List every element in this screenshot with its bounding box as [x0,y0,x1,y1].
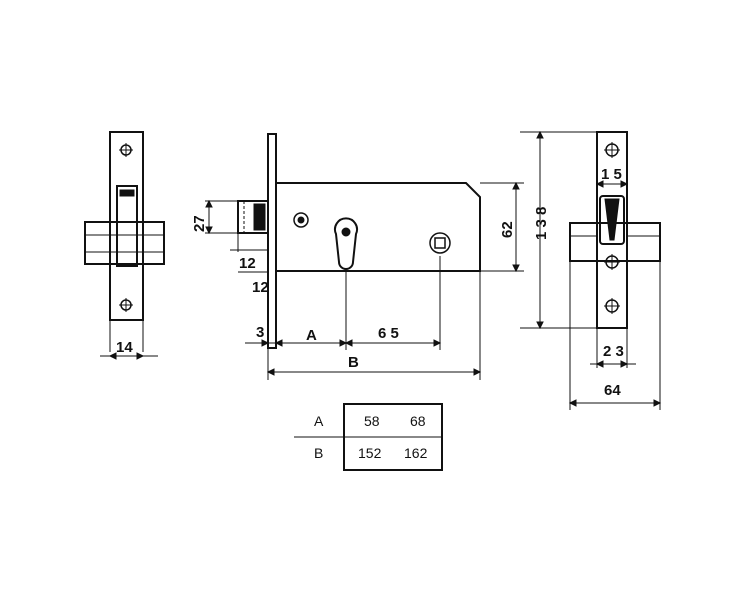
dimension-table: A B 58 68 152 162 [294,403,443,471]
dim-cam-width: 1 5 [601,166,622,183]
center-faceplate [267,133,277,349]
dim-front-width: 14 [116,339,133,356]
table-cell: 68 [410,413,426,429]
lock-case [275,182,481,272]
dim-spindle-distance: 6 5 [378,325,399,342]
dim-face-width: 2 3 [603,343,624,360]
bolt-outline [116,185,138,267]
left-front-view: 14 [84,131,165,360]
faceplate-outline [109,131,144,321]
right-faceplate-view: 1 5 1 3 8 2 3 64 [520,130,662,410]
case-section [84,221,165,265]
dim-case-height: 62 [499,221,516,238]
dim-latch-height: 27 [191,215,208,232]
dim-label-a: A [306,327,317,344]
right-case-section [569,222,661,262]
dim-label-b: B [348,354,359,371]
table-row-label-b: B [314,445,323,461]
cylinder-keyhole [334,217,358,270]
table-row-label-a: A [314,413,324,429]
table-cell: 162 [404,445,428,461]
latch-bolt [237,200,269,234]
table-cell: 58 [364,413,380,429]
dim-12-lower: 12 [252,279,269,296]
dim-face-depth: 64 [604,382,621,399]
center-body-view: 27 12 12 3 A 6 5 B 62 [191,133,524,380]
bolt-opening [599,195,625,245]
dim-plate-thickness: 3 [256,324,264,341]
dim-12-upper: 12 [239,255,256,272]
table-cell: 152 [358,445,382,461]
right-faceplate [596,131,628,329]
dim-total-height: 1 3 8 [533,207,550,240]
